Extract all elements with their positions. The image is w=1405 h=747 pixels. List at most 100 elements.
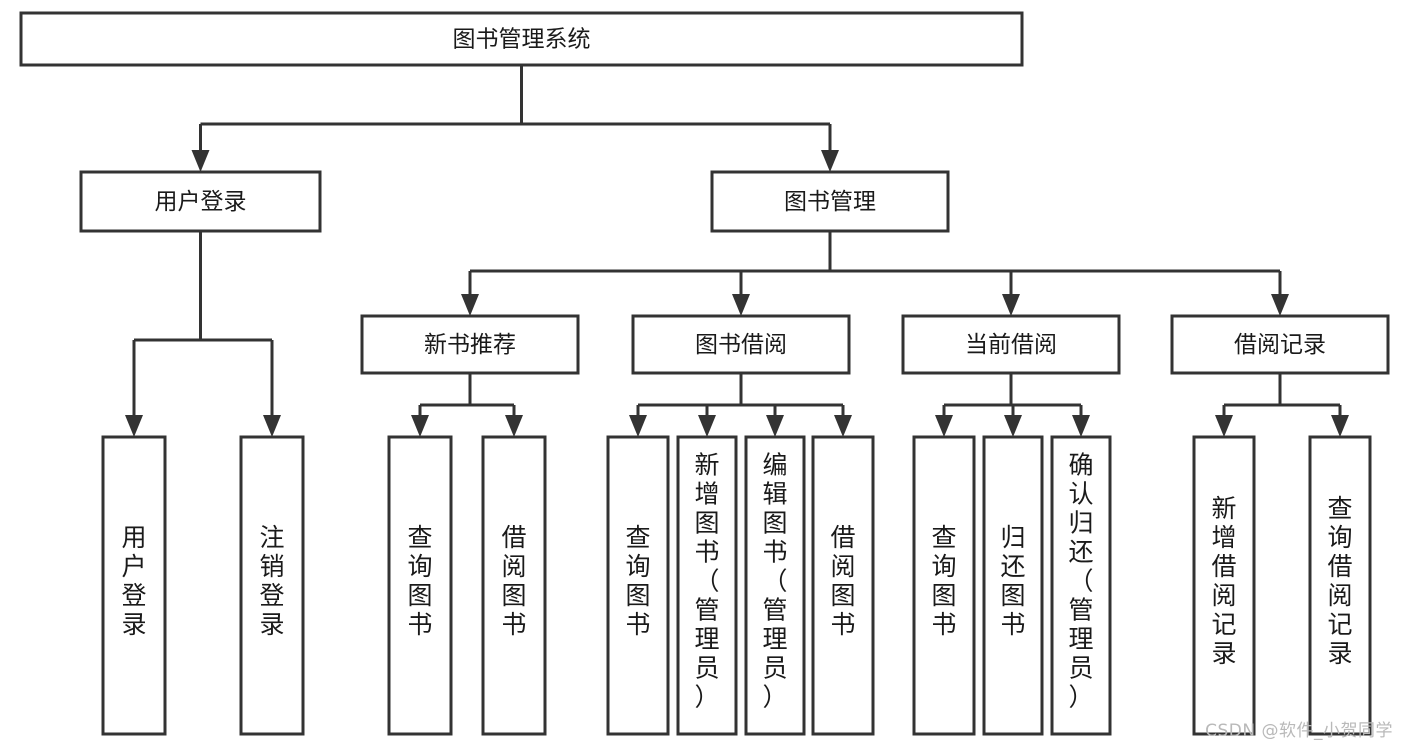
node-label-char: 书 [1000, 610, 1025, 639]
node-label-char: 增 [1211, 523, 1236, 552]
node-label-char: 理 [694, 625, 719, 654]
node-label-char: （ [1068, 567, 1093, 596]
arrow-head-icon [698, 415, 716, 437]
node-box [1050, 435, 1112, 736]
node-current-borrow[interactable]: 当前借阅 [901, 314, 1121, 375]
node-box [901, 314, 1121, 375]
node-label-char: 新 [1211, 494, 1236, 523]
node-label-char: 注 [259, 523, 284, 552]
node-box [676, 435, 738, 736]
node-label-char: 询 [625, 552, 650, 581]
node-box [606, 435, 670, 736]
node-label-char: 归 [1000, 523, 1025, 552]
connector-layer [125, 65, 1349, 437]
node-box [710, 170, 950, 233]
node-book-manage[interactable]: 图书管理 [710, 170, 950, 233]
node-label-char: 登 [121, 581, 146, 610]
node-root[interactable]: 图书管理系统 [19, 11, 1024, 67]
node-label: 图书管理系统 [453, 27, 591, 53]
node-label-char: 用 [121, 523, 146, 552]
node-box [360, 314, 580, 375]
node-label-char: 图 [694, 509, 719, 538]
node-label-char: 阅 [1327, 581, 1352, 610]
node-box [481, 435, 547, 736]
node-label-char: 登 [259, 581, 284, 610]
node-label-char: 记 [1327, 610, 1352, 639]
node-borrow-records[interactable]: 借阅记录 [1170, 314, 1390, 375]
node-label-char: 图 [501, 581, 526, 610]
node-label-char: 管 [1068, 596, 1093, 625]
node-label-char: ） [694, 683, 719, 712]
arrow-head-icon [821, 150, 839, 172]
node-label-char: 图 [407, 581, 432, 610]
node-label-char: 书 [501, 610, 526, 639]
node-leaf-user-login[interactable]: 用户登录 [101, 435, 167, 736]
node-label-char: 借 [501, 523, 526, 552]
node-label-char: 户 [121, 552, 146, 581]
node-new-book-recommend[interactable]: 新书推荐 [360, 314, 580, 375]
node-label-char: 录 [259, 610, 284, 639]
node-label-char: 还 [1000, 552, 1025, 581]
node-label: 借阅记录 [1234, 332, 1326, 358]
node-label-char: 录 [1211, 639, 1236, 668]
node-box [101, 435, 167, 736]
node-label-char: 查 [931, 523, 956, 552]
arrow-head-icon [935, 415, 953, 437]
node-label-char: 图 [762, 509, 787, 538]
node-label-char: 查 [625, 523, 650, 552]
node-label-char: 销 [259, 552, 284, 581]
node-label-char: 阅 [501, 552, 526, 581]
node-label-char: 询 [407, 552, 432, 581]
node-box [239, 435, 305, 736]
node-user-login[interactable]: 用户登录 [79, 170, 322, 233]
node-box [1192, 435, 1256, 736]
node-box [1170, 314, 1390, 375]
node-label-char: 确 [1068, 451, 1093, 480]
node-label-char: 查 [407, 523, 432, 552]
node-box [912, 435, 976, 736]
node-label-char: 借 [1211, 552, 1236, 581]
node-label-char: 记 [1211, 610, 1236, 639]
node-label-char: 阅 [1211, 581, 1236, 610]
node-label-char: 查 [1327, 494, 1352, 523]
node-label: 新书推荐 [424, 332, 516, 358]
node-label-char: ） [762, 683, 787, 712]
node-book-borrow[interactable]: 图书借阅 [631, 314, 851, 375]
node-label-char: 编 [762, 451, 787, 480]
arrow-head-icon [1072, 415, 1090, 437]
arrow-head-icon [1004, 415, 1022, 437]
node-label-char: 图 [830, 581, 855, 610]
node-label-char: 书 [694, 538, 719, 567]
node-label-char: 认 [1068, 480, 1093, 509]
node-label-char: 员 [1068, 654, 1093, 683]
node-label-char: 书 [625, 610, 650, 639]
node-label-char: 员 [762, 654, 787, 683]
arrow-head-icon [834, 415, 852, 437]
arrow-head-icon [191, 150, 210, 172]
node-label-char: 阅 [830, 552, 855, 581]
node-label-char: 书 [407, 610, 432, 639]
arrow-head-icon [1331, 415, 1349, 437]
node-label-char: 理 [762, 625, 787, 654]
node-label: 当前借阅 [965, 332, 1057, 358]
node-box [982, 435, 1044, 736]
node-label-char: 借 [830, 523, 855, 552]
node-label-char: 录 [1327, 639, 1352, 668]
node-label-char: 辑 [762, 480, 787, 509]
node-label-char: 新 [694, 451, 719, 480]
node-box [631, 314, 851, 375]
node-label-char: （ [694, 567, 719, 596]
